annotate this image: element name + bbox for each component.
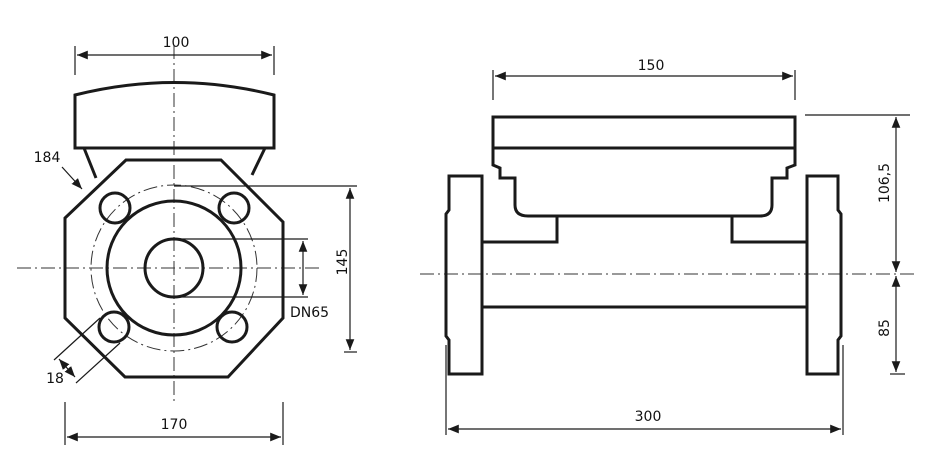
dim-label-145: 145	[335, 249, 351, 276]
flange-face	[105, 199, 243, 337]
dim-label-dn65: DN65	[290, 305, 329, 321]
left-flange	[444, 174, 484, 376]
dimension-line-18	[58, 358, 76, 378]
register-cap	[73, 81, 276, 150]
housing-neck	[482, 216, 807, 244]
flange-body	[63, 158, 285, 379]
bolt-hole	[215, 310, 249, 344]
dim-label-106-5: 106,5	[877, 163, 893, 203]
bolt-circle	[90, 184, 258, 352]
register-cover	[491, 115, 797, 150]
dim-label-150: 150	[638, 58, 665, 74]
bolt-hole	[98, 191, 132, 225]
dim-label-170: 170	[161, 417, 188, 433]
cap-neck	[82, 147, 267, 179]
bolt-hole	[217, 191, 251, 225]
dim-label-18: 18	[46, 371, 64, 387]
dimension-arrow-184	[61, 166, 83, 190]
register-housing	[491, 148, 797, 218]
right-flange	[805, 174, 843, 376]
front-view: 100 184 DN65 145 18 170	[17, 35, 357, 445]
extension-line	[53, 317, 101, 361]
dim-label-85: 85	[877, 319, 893, 337]
side-view: 150 106,5 85 300	[420, 58, 918, 435]
bolt-hole	[97, 310, 131, 344]
dim-label-184: 184	[34, 150, 61, 166]
dim-label-100: 100	[163, 35, 190, 51]
extension-line	[75, 342, 121, 384]
dim-label-300: 300	[635, 409, 662, 425]
